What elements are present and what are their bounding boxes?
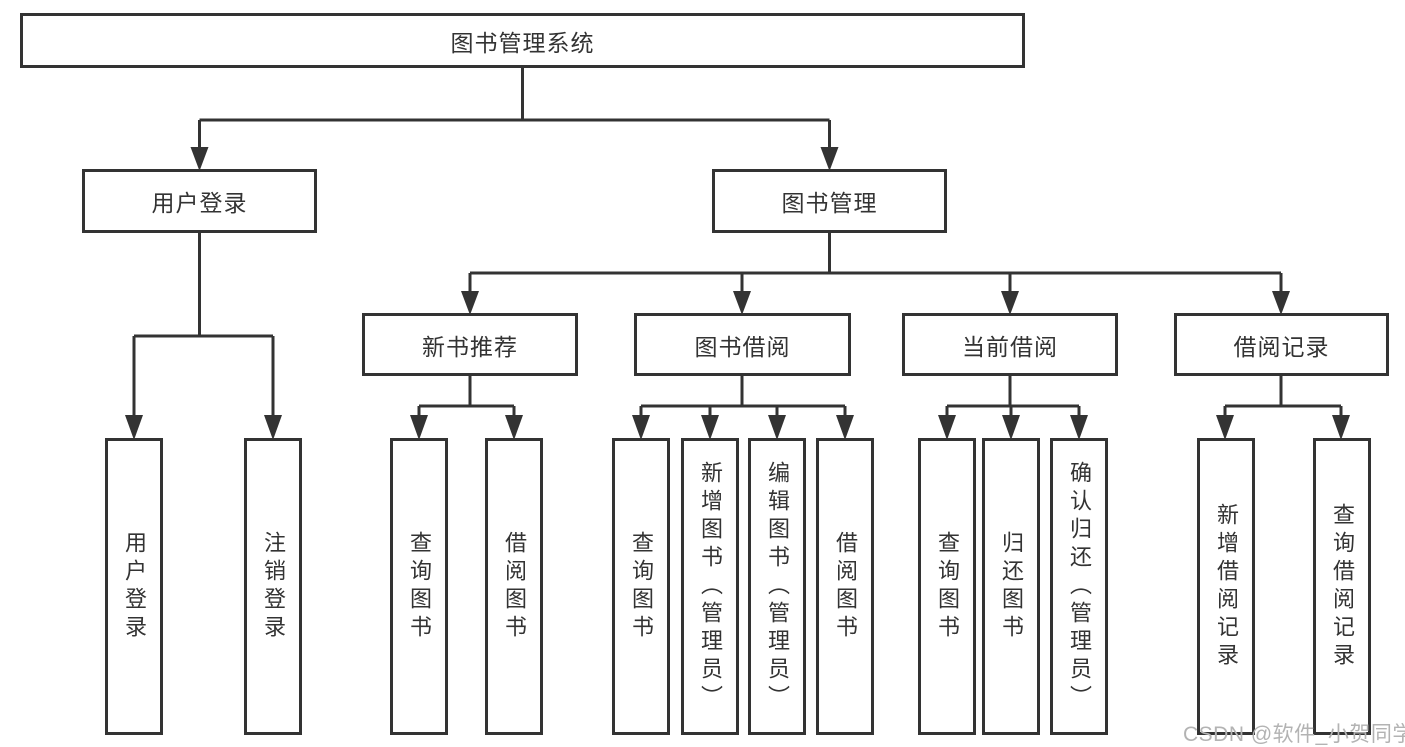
branch-borrow-records <box>1225 376 1341 408</box>
arrowhead <box>701 415 719 440</box>
leaf-add-books-admin: 新增图书（管理员） <box>681 438 739 735</box>
leaf-logout-login: 注销登录 <box>244 438 302 735</box>
leaf-query-borrow-record: 查询借阅记录 <box>1313 438 1371 735</box>
arrowhead <box>461 291 479 315</box>
branch-book-management-stems <box>468 273 1283 293</box>
watermark-text: CSDN @软件_小贺同学 <box>1183 723 1405 746</box>
node-label: 图书管理系统 <box>450 29 595 56</box>
arrowhead <box>125 415 143 440</box>
node-label: 归还图书 <box>999 530 1024 643</box>
node-label: 借阅图书 <box>502 530 527 643</box>
arrowhead <box>1332 415 1350 440</box>
node-label: 确认归还（管理员） <box>1067 460 1092 713</box>
node-label: 编辑图书（管理员） <box>765 460 790 713</box>
arrowhead <box>505 415 523 440</box>
leaf-borrow-books-recommend: 借阅图书 <box>485 438 543 735</box>
node-label: 查询图书 <box>629 530 654 643</box>
node-user-login: 用户登录 <box>82 169 317 233</box>
arrowhead <box>768 415 786 440</box>
node-library-management-system: 图书管理系统 <box>20 13 1025 68</box>
node-label: 图书借阅 <box>694 333 791 360</box>
arrowhead <box>190 147 209 171</box>
node-label: 新增图书（管理员） <box>698 460 723 713</box>
branch-borrow-records-stems <box>1223 406 1343 418</box>
arrowhead <box>1001 291 1019 315</box>
leaf-query-books-borrow: 查询图书 <box>612 438 670 735</box>
arrowhead <box>632 415 650 440</box>
node-book-management: 图书管理 <box>712 169 947 233</box>
branch-user-login-stems <box>132 336 275 418</box>
node-label: 图书管理 <box>781 190 878 216</box>
branch-book-borrow-stems <box>639 406 847 418</box>
branch-new-book-recommend <box>419 376 514 408</box>
leaf-edit-books-admin: 编辑图书（管理员） <box>748 438 806 735</box>
arrowhead <box>938 415 956 440</box>
branch-root-stems <box>198 120 831 150</box>
branch-new-book-recommend-stems <box>417 406 516 418</box>
leaf-query-books-recommend: 查询图书 <box>390 438 448 735</box>
node-label: 新增借阅记录 <box>1214 502 1239 671</box>
leaf-confirm-return-admin: 确认归还（管理员） <box>1050 438 1108 735</box>
leaf-return-books: 归还图书 <box>982 438 1040 735</box>
leaf-query-books-current: 查询图书 <box>918 438 976 735</box>
node-label: 查询图书 <box>407 530 432 643</box>
node-label: 注销登录 <box>261 530 286 643</box>
arrowhead <box>820 147 839 171</box>
node-borrow-records: 借阅记录 <box>1174 313 1389 376</box>
node-label: 当前借阅 <box>962 333 1058 360</box>
arrowhead <box>1272 291 1290 315</box>
arrowhead <box>836 415 854 440</box>
arrowhead <box>264 415 282 440</box>
arrowhead <box>1070 415 1088 440</box>
node-label: 用户登录 <box>122 530 147 643</box>
arrowhead <box>1216 415 1234 440</box>
branch-book-management <box>470 233 1281 275</box>
branch-current-borrow <box>947 376 1079 408</box>
node-label: 查询借阅记录 <box>1330 502 1355 671</box>
node-label: 用户登录 <box>151 190 248 216</box>
branch-book-borrow <box>641 376 845 408</box>
node-label: 借阅图书 <box>833 530 858 643</box>
leaf-borrow-books: 借阅图书 <box>816 438 874 735</box>
arrowhead <box>733 291 751 315</box>
arrowhead <box>410 415 428 440</box>
node-label: 查询图书 <box>935 530 960 643</box>
branch-user-login <box>134 233 273 338</box>
node-book-borrow: 图书借阅 <box>634 313 851 376</box>
branch-root <box>199 68 830 122</box>
arrowhead <box>1002 415 1020 440</box>
node-label: 新书推荐 <box>422 333 518 360</box>
node-current-borrow: 当前借阅 <box>902 313 1118 376</box>
node-label: 借阅记录 <box>1233 333 1330 360</box>
node-new-book-recommend: 新书推荐 <box>362 313 578 376</box>
leaf-add-borrow-record: 新增借阅记录 <box>1197 438 1255 735</box>
leaf-user-login: 用户登录 <box>105 438 163 735</box>
